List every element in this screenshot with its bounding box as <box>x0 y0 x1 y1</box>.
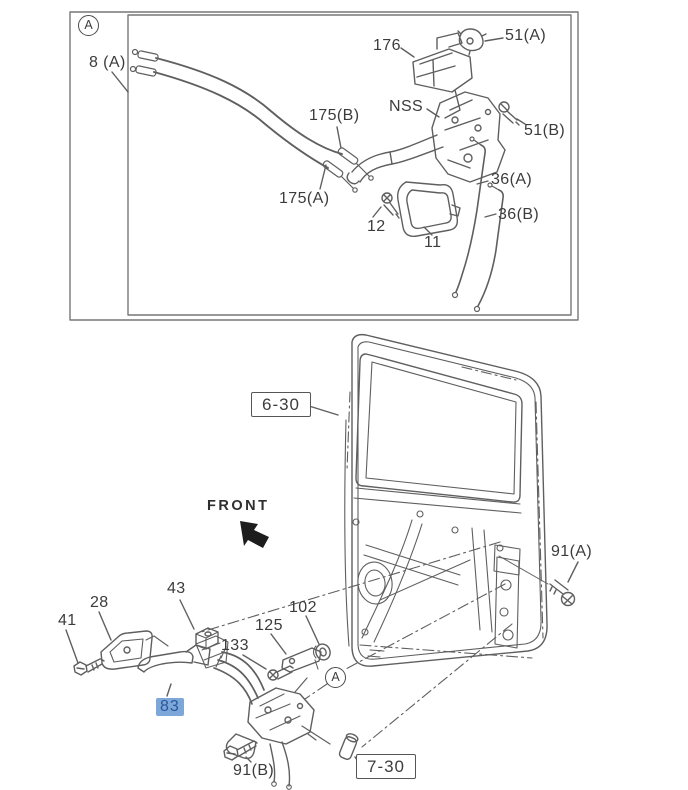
label-36b: 36(B) <box>498 206 540 223</box>
label-102: 102 <box>289 599 317 616</box>
lock-ref-box: 7-30 <box>356 754 416 779</box>
door-inner-panel-drawing <box>344 419 521 658</box>
cover-11-drawing <box>396 181 461 237</box>
handle-bezel-drawing <box>98 611 169 670</box>
screw-51b-icon <box>498 101 526 126</box>
lock-assembly-drawing <box>225 677 331 790</box>
inside-handle-arm-drawing <box>346 134 444 185</box>
cable-leader-lines <box>319 126 342 190</box>
lock-rod-36b <box>473 182 504 313</box>
door-ref-leader <box>308 405 339 416</box>
clip-51a-icon <box>457 28 504 56</box>
label-8a: 8 (A) <box>89 54 126 71</box>
label-12: 12 <box>367 218 386 235</box>
label-125: 125 <box>255 617 283 634</box>
door-outline-drawing <box>346 333 548 667</box>
label-51b: 51(B) <box>524 122 566 139</box>
label-175a: 175(A) <box>279 190 330 207</box>
assembly-projection-lines <box>197 541 513 748</box>
label-83-highlighted[interactable]: 83 <box>156 698 184 716</box>
label-91b: 91(B) <box>233 762 275 779</box>
bolt-91a-icon <box>498 555 579 607</box>
actuator-drawing <box>400 32 473 119</box>
label-43: 43 <box>167 580 186 597</box>
label-28: 28 <box>90 594 109 611</box>
door-lock-drawing <box>426 91 506 183</box>
handle-cables-drawing <box>213 646 265 705</box>
label-11: 11 <box>424 234 442 251</box>
label-41: 41 <box>58 612 77 629</box>
grommet-102-icon <box>305 615 331 661</box>
label-91a: 91(A) <box>551 543 593 560</box>
lock-rod-36a <box>451 136 489 299</box>
screw-12-icon <box>372 192 400 219</box>
screw-41-icon <box>65 629 105 676</box>
label-176: 176 <box>373 37 401 54</box>
grommet-43-icon <box>179 599 219 650</box>
label-51a: 51(A) <box>505 27 547 44</box>
bolt-91b-icon <box>223 740 258 763</box>
label-175b: 175(B) <box>309 107 360 124</box>
cable-assembly-drawing <box>129 48 374 193</box>
door-ref-box: 6-30 <box>251 392 311 417</box>
front-indicator: FRONT <box>207 498 270 514</box>
inset-view-letter: A <box>78 15 99 36</box>
main-view-letter: A <box>325 667 346 688</box>
inset-frame <box>69 11 579 321</box>
label-133: 133 <box>221 637 249 654</box>
bracket-125-drawing <box>270 633 322 673</box>
front-arrow-icon <box>240 521 269 548</box>
label-36a: 36(A) <box>491 171 533 188</box>
label-nss: NSS <box>389 98 424 115</box>
